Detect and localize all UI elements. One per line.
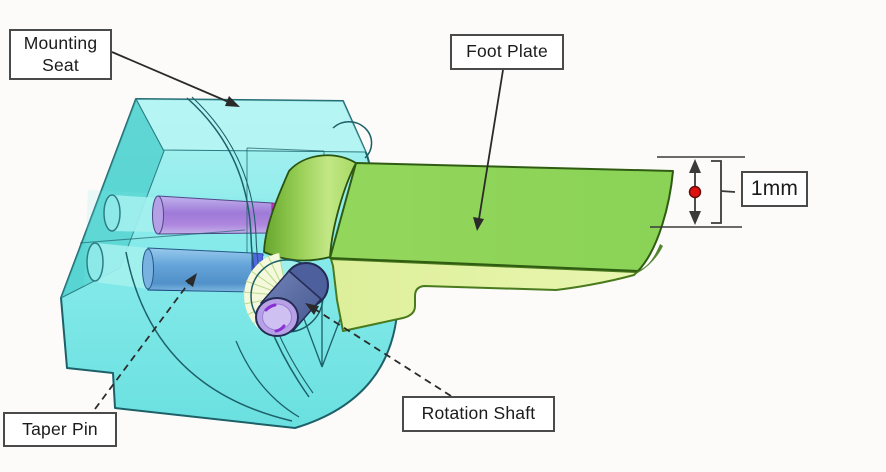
- mounting-seat-label-line2: Seat: [42, 54, 79, 75]
- taper-pin-lower-end: [142, 248, 154, 290]
- leader-arrows: [94, 51, 504, 410]
- foot-plate-edge-sliver: [634, 244, 663, 275]
- foot-plate-label: Foot Plate: [450, 34, 564, 70]
- hinge-area: [242, 252, 329, 338]
- taper-pin-arrowhead: [185, 273, 197, 287]
- dimension-marker-dot: [688, 185, 702, 199]
- mounting-seat-leader-line: [111, 51, 232, 104]
- dimension-arrowhead-up: [689, 159, 701, 173]
- mounting-seat-top-face: [135, 98, 367, 153]
- rotation-shaft-cap-marks: [264, 303, 286, 333]
- rotation-shaft-arrowhead: [305, 303, 319, 315]
- dimension-bracket: [711, 160, 736, 224]
- dimension-value-label: 1mm: [741, 171, 808, 207]
- taper-pin-leader-line: [94, 279, 192, 410]
- glass-veil: [84, 190, 300, 296]
- foot-plate-part: [263, 154, 674, 332]
- foot-plate-leader-line: [478, 69, 504, 220]
- dimension-annotation: [650, 156, 745, 228]
- bore-hole-upper: [103, 194, 121, 232]
- taper-pin-label: Taper Pin: [3, 412, 117, 447]
- foot-plate-underside: [330, 258, 638, 332]
- rotation-shaft-leader-line: [312, 307, 452, 397]
- taper-pin-upper-end: [152, 195, 164, 235]
- rotation-shaft-label: Rotation Shaft: [402, 396, 555, 432]
- mounting-seat-label: Mounting Seat: [9, 29, 112, 80]
- mounting-seat-arrowhead: [225, 96, 240, 107]
- mounting-seat-label-line1: Mounting: [23, 33, 98, 54]
- bore-tube-lower: [95, 243, 148, 289]
- bore-tube-upper: [112, 195, 160, 232]
- foot-plate-arrowhead: [473, 217, 484, 231]
- dimension-arrowhead-down: [689, 211, 701, 225]
- foot-plate-top: [329, 162, 674, 272]
- bore-hole-lower: [86, 242, 104, 282]
